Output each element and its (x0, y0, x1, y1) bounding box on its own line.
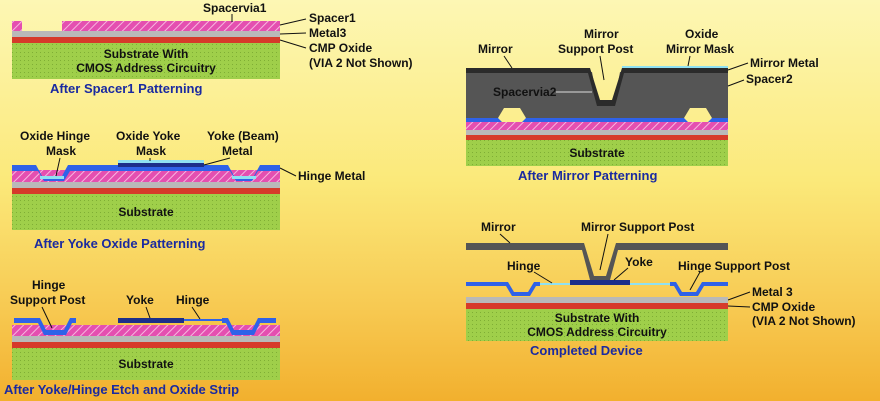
oxide-hinge-mask-left (40, 176, 64, 179)
yoke (118, 318, 184, 323)
hinge-support-post-right (670, 282, 728, 296)
substrate-label-line1: Substrate With (555, 311, 640, 325)
metal3-layer (12, 31, 280, 37)
panel-after-spacer1-patterning: Substrate With CMOS Address Circuitry Sp… (12, 1, 413, 96)
substrate-label-line2: CMOS Address Circuitry (76, 61, 216, 75)
hinge-yoke-layer (466, 118, 728, 128)
spacer1-layer-left (12, 21, 22, 31)
oxide-mirror-mask-label-line2: Mirror Mask (666, 42, 734, 56)
mirror-support-post-label-line2: Support Post (558, 42, 633, 56)
mirror-support-post-label-line1: Mirror (584, 27, 619, 41)
panel-completed-device: Substrate With CMOS Address Circuitry Mi… (466, 220, 856, 358)
mirror-metal-label: Mirror Metal (750, 56, 819, 70)
oxide-yoke-mask (118, 160, 204, 163)
cmp-oxide-layer (12, 342, 280, 348)
spacer2-label: Spacer2 (746, 72, 793, 86)
cmp-oxide-label: CMP Oxide (752, 300, 815, 314)
mirror-support-post-label: Mirror Support Post (581, 220, 694, 234)
hinge-support-post-left (466, 282, 540, 296)
metal3-layer (466, 297, 728, 303)
substrate-layer (12, 194, 280, 230)
via2-note-label: (VIA 2 Not Shown) (752, 314, 856, 328)
panel-after-mirror-patterning: Substrate Spacervia2 Mirror Mirror Suppo… (466, 27, 819, 183)
metal3-layer (466, 130, 728, 135)
substrate-label: Substrate (118, 357, 174, 371)
caption-after-yoke-oxide-patterning: After Yoke Oxide Patterning (34, 236, 206, 251)
cmp-oxide-layer (466, 303, 728, 309)
mirror-label: Mirror (481, 220, 516, 234)
caption-after-mirror-patterning: After Mirror Patterning (518, 168, 657, 183)
substrate-layer (12, 348, 280, 380)
spacer-layer (12, 170, 280, 182)
caption-completed-device: Completed Device (530, 343, 643, 358)
metal3-layer (12, 336, 280, 342)
oxide-hinge-mask-right (232, 176, 256, 179)
oxide-yoke-mask-label-line1: Oxide Yoke (116, 129, 181, 143)
spacer-layer (12, 325, 280, 336)
yoke (570, 280, 630, 285)
mirror-label: Mirror (478, 42, 513, 56)
yoke-beam-metal (118, 163, 204, 167)
panel-after-yoke-oxide-patterning: Substrate Oxide Hinge Mask Oxide Yoke Ma… (12, 129, 365, 251)
substrate-layer (12, 43, 280, 79)
spacer1-label: Spacer1 (309, 11, 356, 25)
metal3-label: Metal 3 (752, 285, 793, 299)
caption-after-yoke-hinge-etch-and-oxide-strip: After Yoke/Hinge Etch and Oxide Strip (4, 382, 239, 397)
spacer2-layer (466, 72, 728, 118)
panel-after-yoke-hinge-etch-and-oxide-strip: Substrate Hinge Support Post Yoke Hinge … (4, 278, 280, 397)
cmp-oxide-layer (12, 37, 280, 43)
hinge-support-post-label-line1: Hinge (32, 278, 66, 292)
substrate-label: Substrate (118, 205, 174, 219)
metal3-label: Metal3 (309, 26, 347, 40)
cmp-oxide-label: CMP Oxide (309, 41, 372, 55)
substrate-label: Substrate (569, 146, 625, 160)
via2-note-label: (VIA 2 Not Shown) (309, 56, 413, 70)
hinge-support-post-label-line2: Support Post (10, 293, 85, 307)
caption-after-spacer1-patterning: After Spacer1 Patterning (50, 81, 202, 96)
hinge-label: Hinge (507, 259, 541, 273)
oxide-mirror-mask (622, 66, 728, 68)
substrate-label-line2: CMOS Address Circuitry (527, 325, 667, 339)
substrate-layer (466, 309, 728, 341)
oxide-mirror-mask-label-line1: Oxide (685, 27, 719, 41)
spacervia2-label: Spacervia2 (493, 85, 557, 99)
cmp-oxide-layer (466, 135, 728, 140)
spacer1-layer-right (62, 21, 280, 31)
hinge-support-post-label: Hinge Support Post (678, 259, 790, 273)
mirror-metal-layer (466, 68, 728, 106)
mirror-layer (466, 243, 728, 280)
yoke-beam-metal-label-line1: Yoke (Beam) (207, 129, 279, 143)
substrate-layer (466, 140, 728, 166)
cmp-oxide-layer (12, 188, 280, 194)
oxide-hinge-mask-label-line1: Oxide Hinge (20, 129, 90, 143)
yoke-label: Yoke (625, 255, 653, 269)
yoke-label: Yoke (126, 293, 154, 307)
metal3-layer (12, 182, 280, 188)
spacervia1-label: Spacervia1 (203, 1, 267, 15)
hinge-support-post-left (14, 318, 76, 335)
spacer-layer (466, 122, 728, 130)
oxide-yoke-mask-label-line2: Mask (136, 144, 166, 158)
yoke-beam-metal-label-line2: Metal (222, 144, 253, 158)
hinge-support-post-right (222, 318, 276, 335)
hinge-metal-label: Hinge Metal (298, 169, 365, 183)
oxide-hinge-mask-label-line2: Mask (46, 144, 76, 158)
hinge-label: Hinge (176, 293, 210, 307)
substrate-label-line1: Substrate With (104, 47, 189, 61)
hinge-metal-layer (12, 165, 280, 181)
